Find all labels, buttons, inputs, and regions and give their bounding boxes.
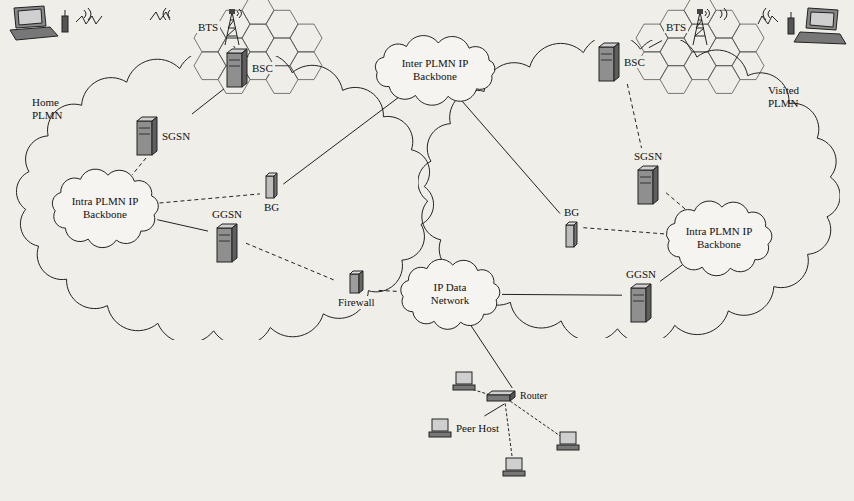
network-link	[283, 97, 399, 185]
backbone-cloud: Intra PLMN IP Backbone	[660, 198, 778, 278]
device-label: BG	[562, 206, 581, 219]
router-icon	[486, 390, 516, 402]
pc-icon	[428, 418, 452, 438]
network-device: BTS	[664, 8, 710, 46]
server-icon	[226, 48, 248, 88]
device-label: GGSN	[210, 208, 244, 221]
network-device: Peer Host	[428, 418, 501, 438]
server-icon	[637, 165, 659, 205]
device-label: BTS	[664, 21, 688, 34]
network-device: SGSN	[632, 150, 664, 205]
network-device: GGSN	[210, 208, 244, 263]
cloud-label: Intra PLMN IP Backbone	[68, 195, 142, 220]
network-link	[234, 46, 236, 48]
fw-icon	[349, 270, 364, 294]
network-link	[660, 265, 682, 282]
device-label: Firewall	[336, 296, 377, 309]
network-link	[192, 89, 224, 114]
cloud-label: IP Data Network	[416, 281, 484, 306]
bg-icon	[265, 172, 278, 199]
server-icon	[630, 283, 652, 323]
network-link	[246, 243, 334, 280]
network-link	[627, 84, 641, 148]
network-device: Firewall	[336, 270, 377, 309]
region-label: Home PLMN	[32, 96, 76, 121]
server-icon	[216, 223, 238, 263]
backbone-cloud: Inter PLMN IP Backbone	[368, 34, 502, 106]
device-label: BSC	[622, 56, 647, 69]
device-label: SGSN	[632, 150, 664, 163]
network-device: BTS	[196, 8, 242, 46]
network-link	[649, 41, 662, 48]
device-label: Peer Host	[454, 422, 501, 435]
host-computers	[453, 372, 579, 476]
network-device: BSC	[598, 42, 647, 82]
tower-icon	[690, 8, 710, 46]
server-icon	[136, 116, 158, 156]
cloud-label: Inter PLMN IP Backbone	[390, 57, 480, 82]
bg-icon	[565, 221, 578, 248]
device-label: Router	[518, 390, 549, 402]
network-device: BSC	[226, 48, 275, 88]
network-link	[471, 325, 513, 388]
network-link	[583, 228, 664, 234]
device-label: BSC	[250, 62, 275, 75]
network-link	[484, 404, 504, 416]
server-icon	[598, 42, 620, 82]
network-device: BG	[562, 206, 581, 248]
device-label: BTS	[196, 21, 220, 34]
network-link	[132, 158, 146, 175]
backbone-cloud: IP Data Network	[394, 256, 506, 332]
network-device: GGSN	[624, 268, 658, 323]
mobile-station	[720, 8, 846, 44]
mobile-station	[10, 6, 170, 40]
network-link	[502, 294, 622, 296]
network-link	[461, 99, 561, 213]
network-device: BG	[262, 172, 281, 214]
region-label: Visited PLMN	[768, 84, 822, 109]
cloud-label: Intra PLMN IP Backbone	[682, 225, 756, 250]
device-label: SGSN	[160, 130, 192, 143]
device-label: GGSN	[624, 268, 658, 281]
network-device: Router	[486, 390, 549, 402]
network-link	[160, 194, 261, 203]
network-device: SGSN	[136, 116, 192, 156]
backbone-cloud: Intra PLMN IP Backbone	[46, 166, 164, 250]
device-label: BG	[262, 201, 281, 214]
tower-icon	[222, 8, 242, 46]
network-link	[157, 220, 208, 231]
network-link	[666, 193, 686, 210]
